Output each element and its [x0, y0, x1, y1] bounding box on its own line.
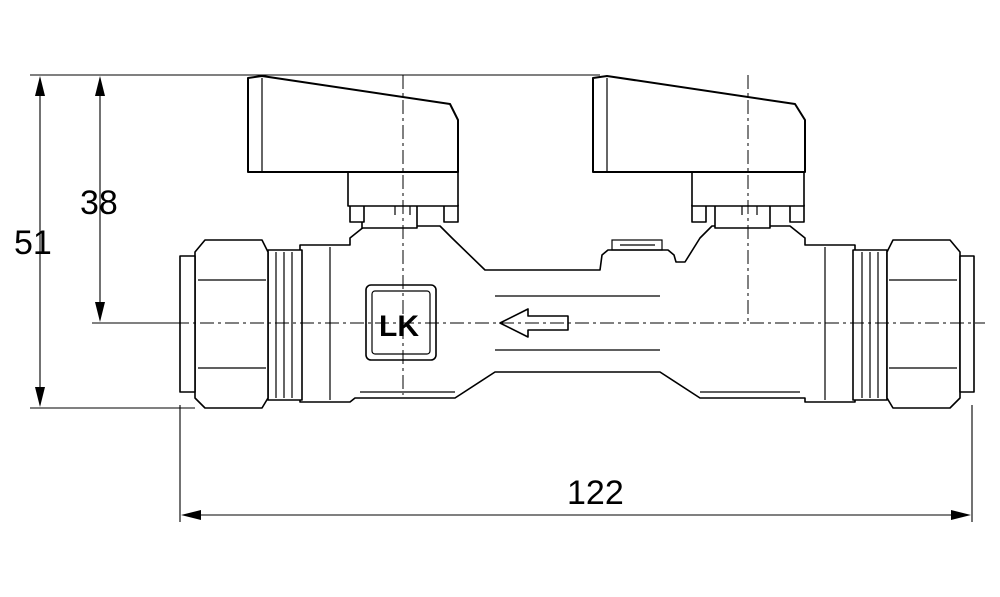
right-compression-nut — [852, 239, 975, 409]
right-valve-handle — [592, 75, 806, 229]
overall-length-label: 122 — [567, 474, 624, 512]
axis-height-label: 38 — [80, 184, 118, 222]
dimension-overall-height: 51 — [14, 76, 52, 407]
lk-logo-text: LK — [379, 310, 419, 343]
left-compression-nut — [179, 239, 303, 409]
overall-height-label: 51 — [14, 224, 52, 262]
dimension-axis-height: 38 — [80, 76, 118, 322]
left-valve-handle — [247, 75, 459, 229]
dimension-overall-length: 122 — [181, 474, 971, 520]
center-lines — [100, 75, 985, 395]
